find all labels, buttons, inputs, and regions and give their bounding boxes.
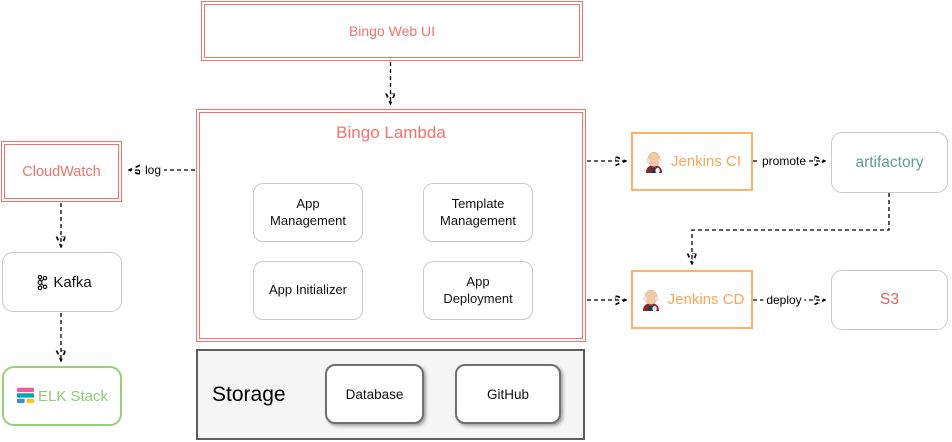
s3-label: S3 <box>880 291 899 308</box>
edge-label-deploy: deploy <box>763 293 805 307</box>
bingo-web-ui-label: Bingo Web UI <box>348 23 436 39</box>
app-initializer-label: App Initializer <box>268 282 348 298</box>
cloudwatch-label: CloudWatch <box>22 163 101 180</box>
node-storage: Storage Database GitHub <box>196 349 585 440</box>
kafka-label: Kafka <box>53 273 92 291</box>
storage-label: Storage <box>212 382 286 406</box>
node-bingo-lambda: Bingo Lambda App Management Template Man… <box>196 109 586 342</box>
github-label: GitHub <box>486 386 530 402</box>
elastic-stack-icon <box>16 387 35 405</box>
node-database: Database <box>325 364 424 424</box>
app-management-label: App Management <box>270 195 346 228</box>
node-cloudwatch: CloudWatch <box>1 141 122 202</box>
node-elk-stack: ELK Stack <box>2 366 122 426</box>
node-kafka: Kafka <box>2 252 122 312</box>
jenkins-icon <box>643 150 665 174</box>
node-template-management: Template Management <box>423 183 533 242</box>
jenkins-icon <box>640 288 662 312</box>
kafka-icon <box>32 274 48 291</box>
node-app-deployment: App Deployment <box>423 261 533 320</box>
jenkins-ci-label: Jenkins CI <box>670 153 742 170</box>
node-bingo-web-ui: Bingo Web UI <box>201 1 583 61</box>
database-label: Database <box>345 386 404 402</box>
node-jenkins-ci: Jenkins CI <box>631 132 753 191</box>
bingo-lambda-title: Bingo Lambda <box>336 123 446 142</box>
app-deployment-label: App Deployment <box>443 273 513 306</box>
edge-label-log: log <box>141 163 165 177</box>
elk-stack-label: ELK Stack <box>37 387 109 405</box>
node-jenkins-cd: Jenkins CD <box>631 270 753 329</box>
node-app-initializer: App Initializer <box>253 261 363 320</box>
edge-label-promote: promote <box>758 154 810 168</box>
node-s3: S3 <box>831 270 948 330</box>
node-artifactory: artifactory <box>831 132 948 193</box>
artifactory-label: artifactory <box>855 153 924 171</box>
template-management-label: Template Management <box>440 195 516 228</box>
node-app-management: App Management <box>253 183 363 242</box>
jenkins-cd-label: Jenkins CD <box>667 291 745 308</box>
node-github: GitHub <box>455 364 561 424</box>
edge-artifactory-jenkinscd <box>692 193 890 263</box>
